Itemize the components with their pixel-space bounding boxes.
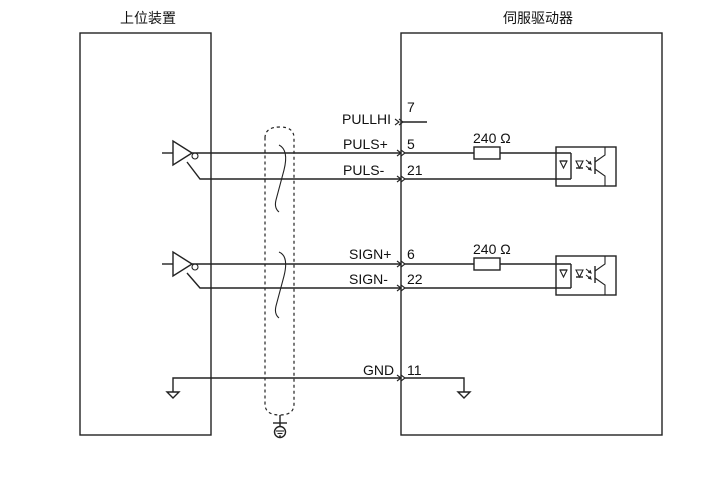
signal-label-puls-plus: PULS+: [343, 136, 388, 152]
pin-label-21: 21: [407, 162, 423, 178]
driver-device-box: [400, 32, 663, 436]
puls-buffer: [162, 139, 401, 180]
ground-icon: [165, 391, 181, 399]
optocoupler-1-icon: [555, 146, 617, 187]
pin-label-22: 22: [407, 271, 423, 287]
signal-label-pullhi: PULLHI: [342, 111, 391, 127]
pin-label-6: 6: [407, 246, 415, 262]
gnd-wire-host: [172, 377, 401, 392]
resistor-1-icon: [473, 146, 501, 160]
signal-label-sign-minus: SIGN-: [349, 271, 388, 287]
gnd-wire-driver: [405, 377, 465, 392]
pin-label-5: 5: [407, 136, 415, 152]
signal-label-puls-minus: PULS-: [343, 162, 385, 178]
resistor-1-value: 240 Ω: [473, 130, 511, 146]
resistor-2-value: 240 Ω: [473, 241, 511, 257]
shield-ground-icon: [273, 425, 287, 439]
cable-shield: [264, 126, 295, 416]
pin-label-11: 11: [407, 362, 422, 378]
pin-label-7: 7: [407, 99, 415, 115]
signal-label-sign-plus: SIGN+: [349, 246, 391, 262]
inverter-bubble-icon: [191, 263, 199, 271]
line-driver-icon: [172, 250, 194, 278]
host-device-box: [79, 32, 212, 436]
signal-label-gnd: GND: [363, 362, 394, 378]
host-device-title: 上位装置: [120, 11, 176, 27]
driver-device-title: 伺服驱动器: [503, 11, 573, 27]
line-driver-icon: [172, 139, 194, 167]
optocoupler-2-icon: [555, 255, 617, 296]
sign-buffer: [162, 250, 401, 289]
shielded-cable: [264, 126, 295, 439]
resistor-2-icon: [473, 257, 501, 271]
inverter-bubble-icon: [191, 152, 199, 160]
pullhi-terminal: PULLHI 7: [342, 99, 427, 127]
connector-arrow: [394, 118, 400, 126]
ground-icon: [456, 391, 472, 399]
